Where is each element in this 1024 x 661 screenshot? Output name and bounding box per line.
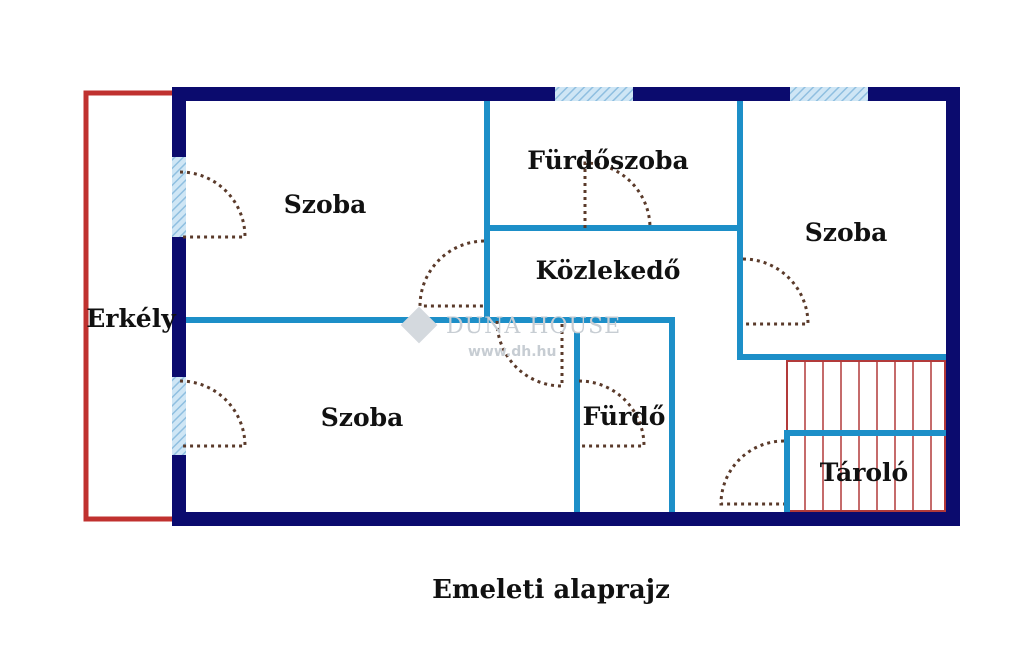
window-left-1 [172,157,186,237]
room-label-szoba-right: Szoba [805,218,888,247]
door-szoba-mid [418,239,485,308]
door-szoba-bottom [179,379,247,448]
window-top-1 [555,87,633,101]
room-label-erkely: Erkély [86,304,177,333]
window-left-2 [172,377,186,455]
windows [172,87,868,455]
room-label-furdoszoba: Fürdőszoba [527,146,688,175]
door-furdoszoba [583,161,652,229]
room-label-kozlekedo: Közlekedő [536,256,681,285]
watermark-url: www.dh.hu [468,344,556,360]
watermark-brand: DUNA HOUSE [446,314,621,339]
room-label-szoba-bottom-left: Szoba [321,403,404,432]
watermark-logo-icon [400,306,438,344]
door-szoba-top [179,170,247,239]
door-szoba-right [742,257,810,326]
doors [179,161,810,506]
room-label-szoba-top-left: Szoba [284,190,367,219]
room-label-tarolo: Tároló [820,458,908,487]
balcony-outline [83,90,172,522]
door-tarolo [719,439,785,506]
watermark: DUNA HOUSE www.dh.hu [400,306,621,360]
plan-caption: Emeleti alaprajz [432,575,670,605]
room-label-furdo: Fürdő [583,402,666,431]
window-top-2 [790,87,868,101]
